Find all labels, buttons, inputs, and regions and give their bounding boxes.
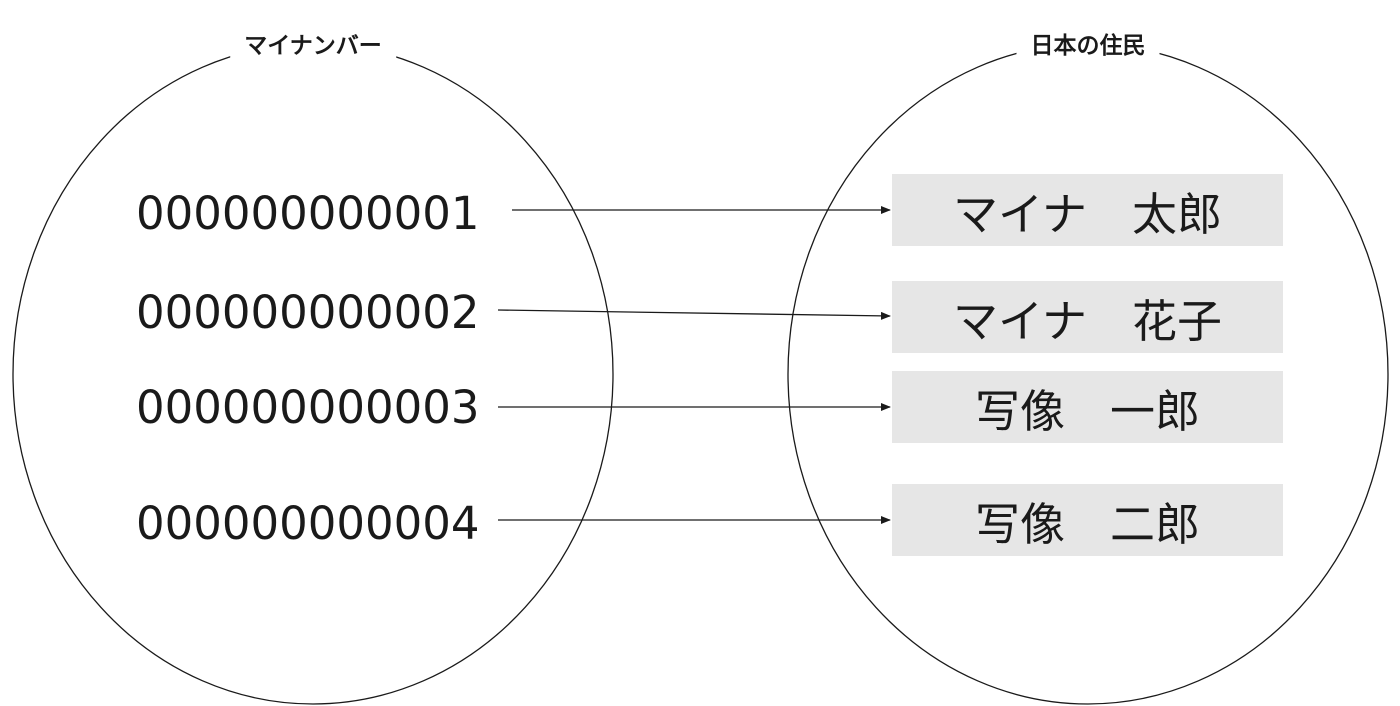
resident-name-1: マイナ 太郎 [952,187,1223,241]
codomain-set-title: 日本の住民 [1016,28,1160,64]
resident-name-4: 写像 二郎 [974,497,1200,551]
mapping-arrow-2 [497,309,891,320]
my-number-item-2: 000000000002 [136,286,480,339]
my-number-item-1: 000000000001 [136,187,480,240]
resident-name-3: 写像 一郎 [974,384,1200,438]
domain-set-ellipse [12,43,614,705]
my-number-item-3: 000000000003 [136,381,480,434]
resident-name-box-2: マイナ 花子 [892,281,1283,353]
resident-name-box-4: 写像 二郎 [892,484,1283,556]
my-number-item-4: 000000000004 [136,497,480,550]
domain-set-title: マイナンバー [230,28,396,64]
resident-name-box-3: 写像 一郎 [892,371,1283,443]
resident-name-box-1: マイナ 太郎 [892,174,1283,246]
resident-name-2: マイナ 花子 [952,294,1223,348]
